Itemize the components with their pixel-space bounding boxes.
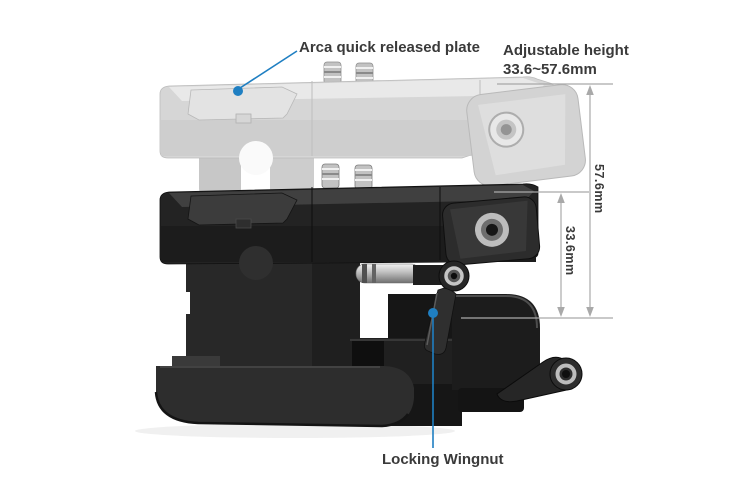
plate-dovetail-jaw	[187, 192, 298, 226]
base-block	[154, 262, 462, 428]
ghost-arch-cutout	[239, 141, 273, 175]
dim-arrow-down	[557, 307, 565, 317]
base-left-notch	[181, 292, 190, 314]
adjustable-height-range: 33.6~57.6mm	[503, 61, 597, 78]
lower-lever	[496, 356, 583, 403]
dim-arrow-down	[586, 307, 594, 317]
plate-leader-line	[239, 50, 298, 89]
annotations	[233, 50, 613, 448]
wingnut-leader-dot	[428, 308, 438, 318]
plate-rod-clamp-end	[442, 196, 541, 266]
plate-screw-right	[354, 164, 373, 190]
ground-shadow	[135, 424, 455, 438]
base-flange-step	[172, 356, 220, 367]
plate-callout-label: Arca quick released plate	[299, 39, 480, 56]
dim-arrow-up	[586, 85, 594, 95]
wingnut-collar	[413, 265, 443, 285]
base-flange	[156, 366, 414, 426]
wingnut-callout-label: Locking Wingnut	[382, 451, 504, 468]
ghost-screw-right	[355, 62, 374, 86]
ghost-screw-left	[323, 61, 342, 85]
ghost-post-right	[270, 148, 314, 194]
ghost-plate-lower-band	[161, 120, 479, 156]
ghost-post-left	[199, 148, 241, 194]
plate-screw-left	[321, 163, 340, 189]
adjustable-height-label: Adjustable height 33.6~57.6mm	[503, 41, 629, 79]
black-plate-assembly	[159, 163, 541, 280]
ghost-safety-pin	[235, 113, 252, 124]
lower-lever-ring	[555, 363, 577, 385]
plate-safety-pin	[235, 218, 252, 229]
ghost-plate-assembly	[159, 61, 586, 194]
dim-arrow-up	[557, 193, 565, 203]
ghost-dovetail-jaw	[187, 86, 298, 121]
ghost-rod-clamp-end	[466, 84, 586, 187]
dimension-total-label: 57.6mm	[592, 164, 606, 214]
adjustable-height-title: Adjustable height	[503, 42, 629, 59]
plate-arch-cutout	[239, 246, 273, 280]
dimension-collapsed-label: 33.6mm	[563, 226, 577, 276]
plate-leader-dot	[233, 86, 243, 96]
